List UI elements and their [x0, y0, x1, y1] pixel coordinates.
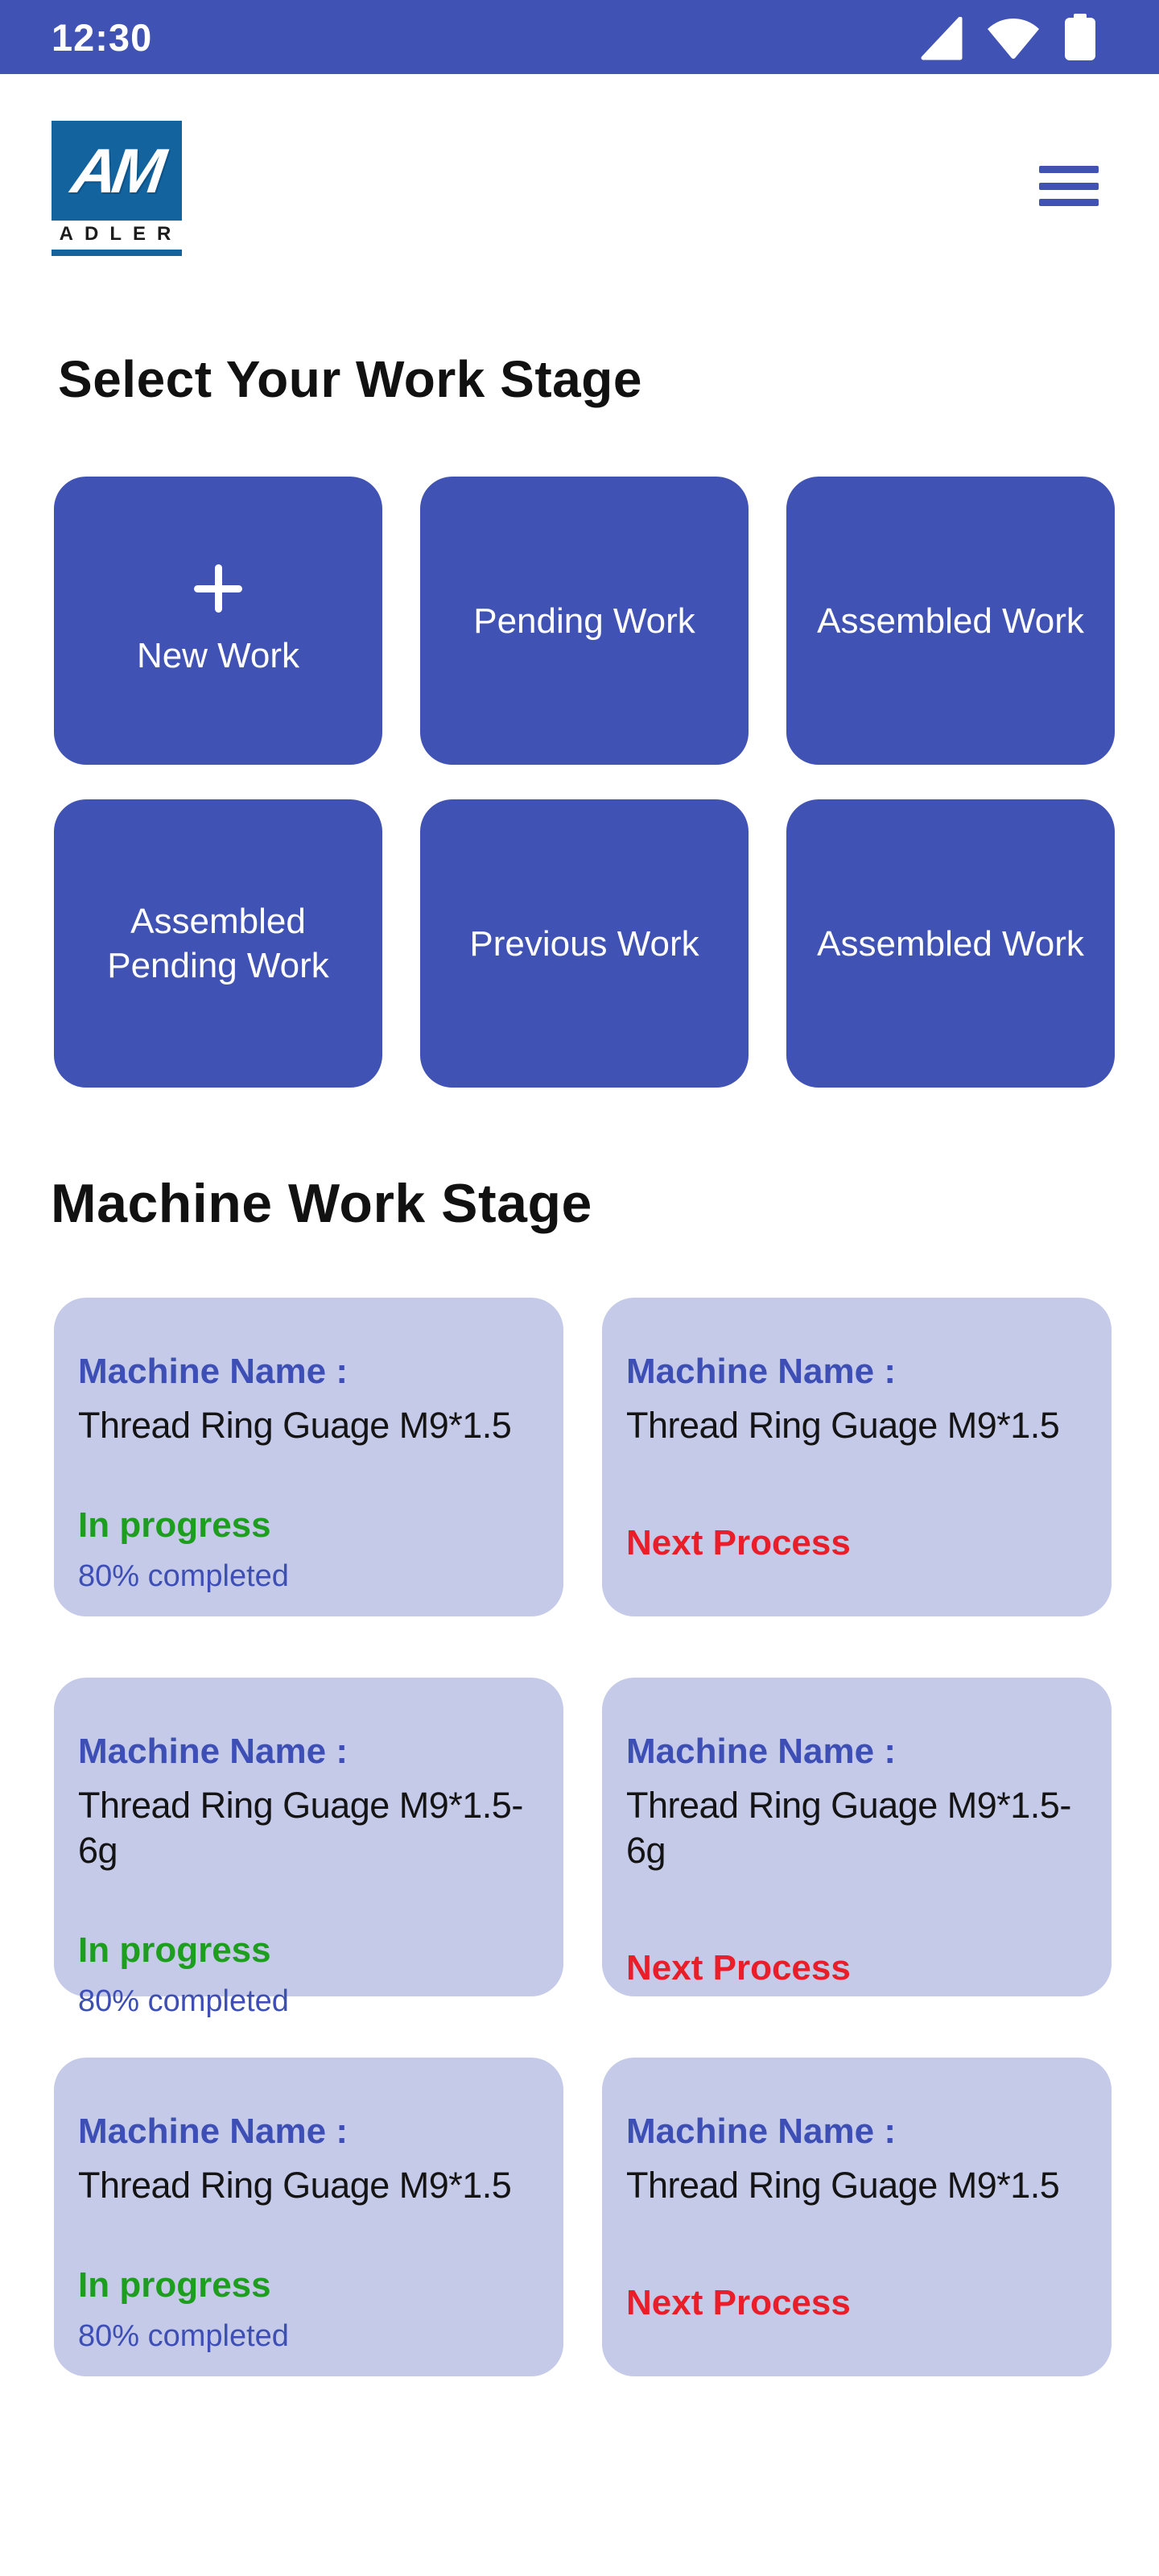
machine-name-label: Machine Name : — [78, 1352, 348, 1391]
wifi-icon — [988, 19, 1039, 59]
new-work-button[interactable]: New Work — [54, 477, 382, 765]
machine-name-value: Thread Ring Guage M9*1.5 — [78, 1405, 512, 1446]
logo-underline — [52, 250, 182, 256]
status-icons — [921, 14, 1096, 60]
status-text: In progress — [78, 1930, 271, 1970]
battery-icon — [1065, 14, 1095, 60]
section-title: Machine Work Stage — [51, 1173, 592, 1234]
machine-name-label: Machine Name : — [626, 1352, 896, 1391]
machine-card[interactable]: Machine Name : Thread Ring Guage M9*1.5-… — [54, 1678, 563, 2018]
machine-name-label: Machine Name : — [626, 1732, 896, 1771]
logo-brand-text: ADLER — [52, 221, 182, 248]
machine-name-label: Machine Name : — [78, 1732, 348, 1771]
previous-work-button[interactable]: Previous Work — [420, 799, 749, 1088]
assembled-work-button[interactable]: Assembled Work — [786, 477, 1115, 765]
machine-name-value: Thread Ring Guage M9*1.5 — [78, 2165, 512, 2206]
machine-card[interactable]: Machine Name : Thread Ring Guage M9*1.5-… — [602, 1678, 1112, 1996]
machine-name-label: Machine Name : — [626, 2112, 896, 2151]
machine-card[interactable]: Machine Name : Thread Ring Guage M9*1.5 … — [602, 1298, 1112, 1616]
signal-icon — [921, 17, 963, 60]
work-stage-grid: New Work Pending Work Assembled Work Ass… — [54, 477, 1115, 1088]
machine-card[interactable]: Machine Name : Thread Ring Guage M9*1.5 … — [54, 2058, 563, 2376]
status-text: In progress — [78, 1505, 271, 1545]
assembled-pending-work-button[interactable]: Assembled Pending Work — [54, 799, 382, 1088]
assembled-work-button-2[interactable]: Assembled Work — [786, 799, 1115, 1088]
adler-logo: AM ADLER — [52, 121, 182, 256]
status-text: Next Process — [626, 1948, 851, 1988]
machine-name-value: Thread Ring Guage M9*1.5-6g — [78, 1785, 523, 1871]
status-text: In progress — [78, 2265, 271, 2305]
logo-monogram-box: AM — [52, 121, 182, 221]
machine-name-value: Thread Ring Guage M9*1.5-6g — [626, 1785, 1071, 1871]
status-bar: 12:30 — [0, 0, 1159, 74]
progress-text: 80% completed — [78, 1559, 289, 1593]
machine-name-value: Thread Ring Guage M9*1.5 — [626, 1405, 1060, 1446]
machine-stage-grid: Machine Name : Thread Ring Guage M9*1.5 … — [54, 1298, 1112, 2376]
status-text: Next Process — [626, 1523, 851, 1563]
plus-icon — [194, 564, 242, 613]
progress-text: 80% completed — [78, 1984, 289, 2018]
machine-card[interactable]: Machine Name : Thread Ring Guage M9*1.5 … — [54, 1298, 563, 1616]
status-time: 12:30 — [52, 15, 153, 59]
hamburger-menu-icon[interactable] — [1039, 166, 1099, 206]
status-text: Next Process — [626, 2283, 851, 2322]
machine-card[interactable]: Machine Name : Thread Ring Guage M9*1.5 … — [602, 2058, 1112, 2376]
machine-name-value: Thread Ring Guage M9*1.5 — [626, 2165, 1060, 2206]
pending-work-button[interactable]: Pending Work — [420, 477, 749, 765]
page-title: Select Your Work Stage — [58, 350, 642, 408]
logo-monogram: AM — [68, 135, 166, 206]
progress-text: 80% completed — [78, 2319, 289, 2353]
machine-name-label: Machine Name : — [78, 2112, 348, 2151]
